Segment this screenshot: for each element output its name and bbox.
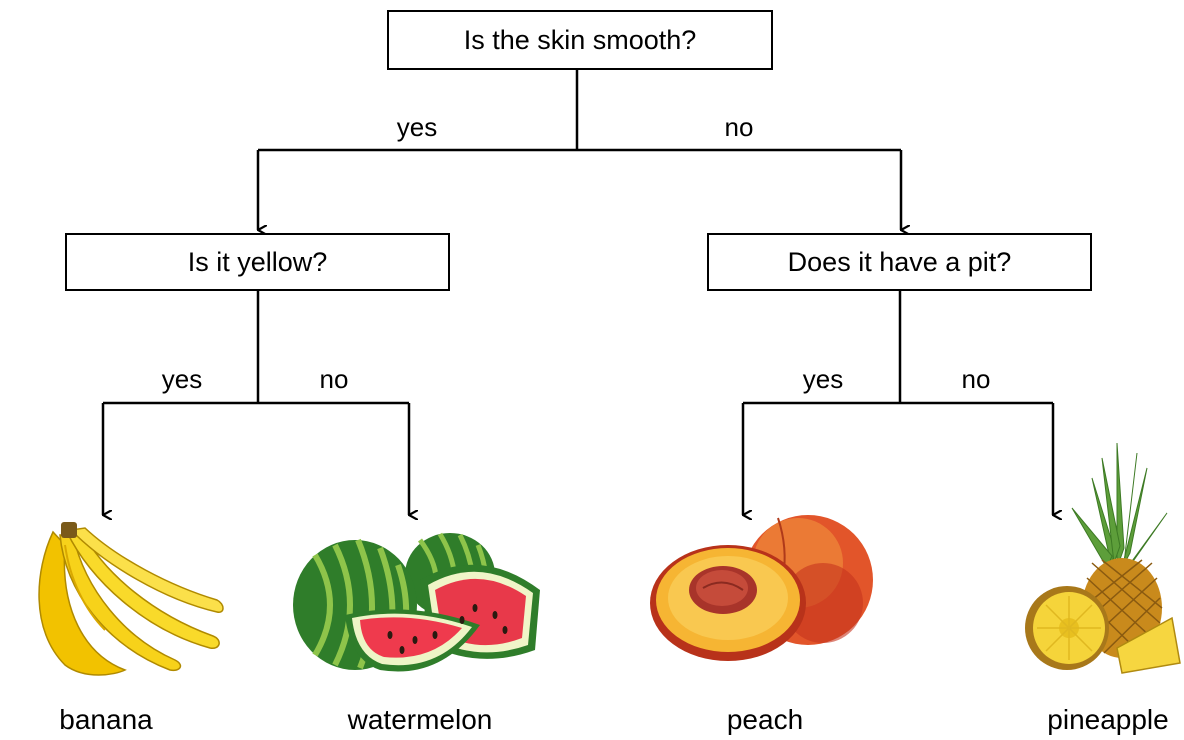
root-yes-label: yes: [397, 112, 437, 143]
left-question-text: Is it yellow?: [188, 247, 328, 278]
right-no-label: no: [962, 364, 991, 395]
root-no-label: no: [725, 112, 754, 143]
pineapple-image: [1022, 438, 1182, 678]
peach-image: [648, 508, 878, 668]
leaf-label-banana: banana: [59, 704, 152, 736]
right-question-box: Does it have a pit?: [707, 233, 1092, 291]
left-yes-label: yes: [162, 364, 202, 395]
leaf-label-pineapple: pineapple: [1047, 704, 1168, 736]
left-no-label: no: [320, 364, 349, 395]
right-yes-label: yes: [803, 364, 843, 395]
left-question-box: Is it yellow?: [65, 233, 450, 291]
leaf-label-watermelon: watermelon: [348, 704, 493, 736]
leaf-label-peach: peach: [727, 704, 803, 736]
root-question-text: Is the skin smooth?: [464, 25, 697, 56]
watermelon-image: [290, 520, 550, 680]
root-question-box: Is the skin smooth?: [387, 10, 773, 70]
right-question-text: Does it have a pit?: [788, 247, 1012, 278]
banana-image: [5, 520, 225, 680]
